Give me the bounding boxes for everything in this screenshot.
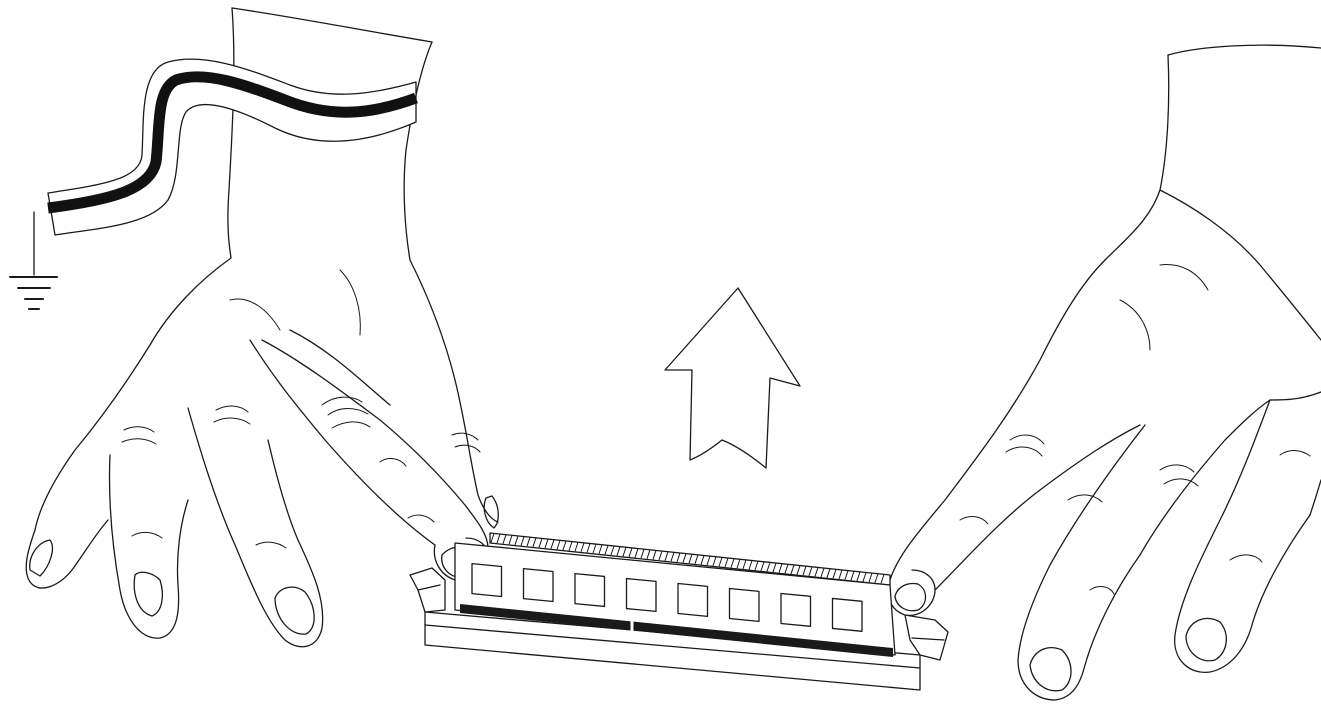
memory-chip (627, 579, 657, 612)
memory-chip (781, 593, 811, 626)
memory-chip (575, 574, 605, 607)
memory-chip (730, 589, 760, 622)
wrist-strap-icon (48, 59, 416, 235)
right-hand (888, 190, 1321, 700)
ground-symbol-icon (10, 212, 57, 309)
upward-arrow-icon (665, 288, 800, 468)
memory-chip (524, 569, 554, 602)
memory-chip (833, 598, 863, 631)
memory-chip (472, 564, 502, 597)
memory-chip (678, 584, 708, 617)
right-arm (1105, 45, 1321, 260)
